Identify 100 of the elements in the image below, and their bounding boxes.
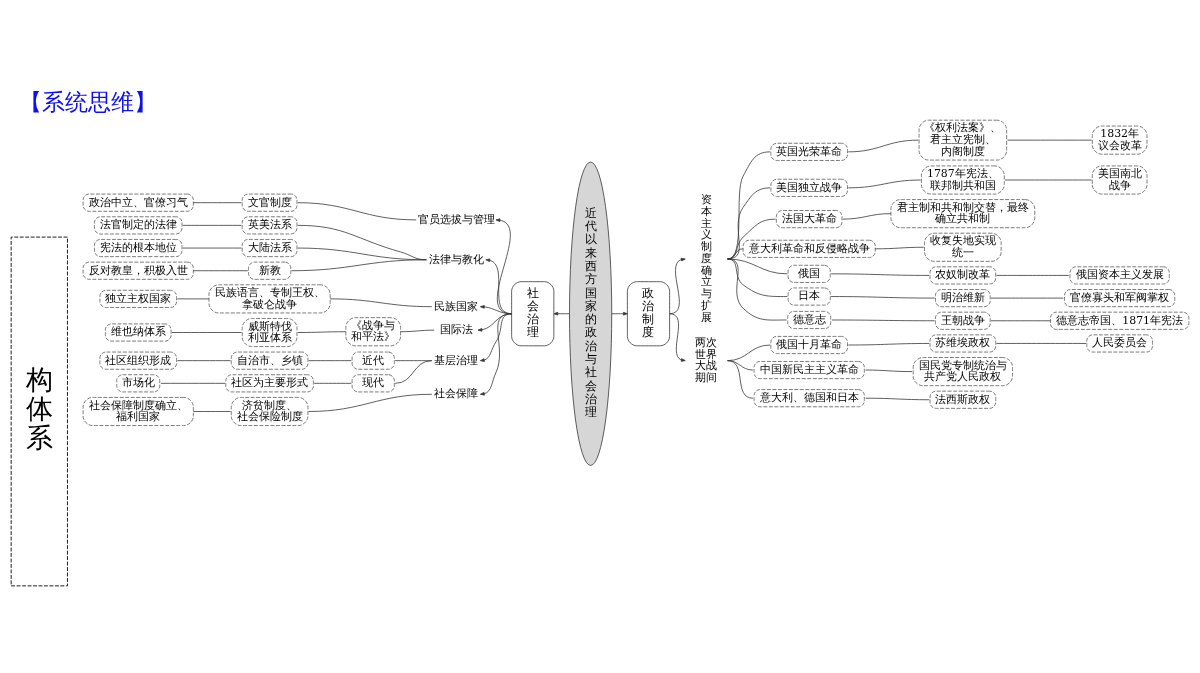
node-box: 法官制定的法律 <box>94 215 183 234</box>
node-box: 意大利、德国和日本 <box>753 388 865 407</box>
node-box: 社会保障制度确立、福利国家 <box>82 396 194 426</box>
node-box: 独立主权国家 <box>99 289 177 308</box>
node-box: 英美法系 <box>241 215 298 234</box>
node-box: 文官制度 <box>241 193 298 212</box>
node-box: 美国南北战争 <box>1091 165 1148 194</box>
node-box: 维也纳体系 <box>105 323 172 341</box>
arrow <box>479 312 512 362</box>
node-text: 社会保障 <box>434 386 479 400</box>
connector <box>727 218 776 259</box>
node-box: 近代 <box>351 351 395 370</box>
node-box: 苏维埃政权 <box>929 333 997 352</box>
node-box: 人民委员会 <box>1086 333 1153 352</box>
node-text: 国际法 <box>439 322 473 336</box>
node-box: 明治维新 <box>935 288 991 307</box>
connector <box>297 330 347 333</box>
connector <box>313 382 352 384</box>
node-box: 政治制度 <box>627 280 670 346</box>
node-text: 基层治理 <box>434 353 479 367</box>
connector <box>847 342 930 345</box>
node-box: 宪法的根本地位 <box>94 238 183 257</box>
node-text: 官员选拔与管理 <box>417 212 495 226</box>
connector <box>182 224 242 226</box>
node-text: 民族国家 <box>434 299 479 313</box>
node-box: 济贫制度、社会保险制度 <box>230 396 309 426</box>
connector <box>727 150 771 259</box>
node-box: 大陆法系 <box>241 238 298 257</box>
node-box: 农奴制改革 <box>929 265 997 284</box>
connector <box>996 274 1070 276</box>
connector <box>830 272 930 276</box>
node-box: 日本 <box>787 287 831 305</box>
connector <box>171 331 242 333</box>
node-box: 社区组织形成 <box>99 351 177 370</box>
node-text: 两次世界大战期间 <box>695 335 718 384</box>
node-box: 官僚寡头和军阀掌权 <box>1064 288 1176 307</box>
connector <box>842 212 892 219</box>
connector <box>329 298 433 307</box>
node-box: 社区为主要形式 <box>225 373 314 392</box>
node-box: 俄国 <box>787 264 831 283</box>
arrow <box>495 217 512 314</box>
node-box: 社会治理 <box>511 280 555 346</box>
connector <box>990 319 1051 321</box>
node-box: 构体系 <box>10 236 68 586</box>
connector <box>727 258 788 297</box>
connector <box>847 179 921 188</box>
node-box: 中国新民主主义革命 <box>753 360 865 379</box>
node-box: 英国光荣革命 <box>770 142 848 161</box>
connector <box>727 258 787 320</box>
node-box: 国民党专制统治与共产党人民政权 <box>912 356 1013 386</box>
connector <box>874 246 925 249</box>
connector <box>990 297 1064 298</box>
connector <box>308 393 433 412</box>
node-box: 收复失地实现统一 <box>924 232 1002 262</box>
connector <box>160 382 226 384</box>
node-box: 美国独立战争 <box>770 178 848 197</box>
arrow <box>553 311 570 315</box>
connector <box>865 397 930 400</box>
connector <box>192 269 249 271</box>
node-text: 资本主义制度确立与扩展 <box>700 192 712 324</box>
node-box: 现代 <box>351 373 395 392</box>
connector <box>291 258 427 271</box>
node-box: 威斯特伐利亚体系 <box>241 317 298 347</box>
node-ellipse: 近代以来西方国家的政治与社会治理 <box>569 161 613 466</box>
connector <box>727 186 771 259</box>
connector <box>192 201 242 203</box>
node-box: 德意志帝国、1871年宪法 <box>1050 311 1190 330</box>
connector <box>176 359 231 361</box>
node-text: 法律与教化 <box>428 252 484 266</box>
arrow <box>479 312 512 396</box>
arrow <box>669 312 686 362</box>
node-box: 俄国十月革命 <box>770 335 848 354</box>
connector <box>727 359 754 399</box>
connector <box>308 359 352 361</box>
node-box: 俄国资本主义发展 <box>1069 265 1170 284</box>
node-box: 《权利法案》、君主立宪制、内阁制度 <box>918 119 1008 160</box>
arrow <box>611 311 628 315</box>
connector <box>831 319 936 321</box>
connector <box>1007 139 1092 140</box>
node-box: 新教 <box>248 261 292 280</box>
connector <box>727 247 744 259</box>
node-box: 君主制和共和制交替，最终确立共和制 <box>890 198 1036 228</box>
node-box: 1832年议会改革 <box>1091 125 1148 155</box>
node-box: 意大利革命和反侵略战争 <box>742 239 876 258</box>
connector <box>192 410 231 412</box>
connector <box>176 298 210 299</box>
diagram-title: 【系统思维】 <box>19 87 158 116</box>
node-box: 王朝战争 <box>935 311 991 330</box>
connector <box>996 342 1087 344</box>
connector <box>727 258 788 274</box>
node-box: 反对教皇，积极入世 <box>82 261 194 280</box>
connector <box>297 201 417 220</box>
node-box: 《战争与和平法》 <box>345 316 401 346</box>
connector <box>394 359 433 384</box>
node-box: 市场化 <box>116 373 161 392</box>
connector <box>865 369 913 372</box>
node-box: 政治中立、官僚习气 <box>82 193 194 212</box>
connector <box>830 295 936 298</box>
node-box: 法国大革命 <box>775 209 843 228</box>
node-box: 1787年宪法、联邦制共和国 <box>921 165 1005 194</box>
